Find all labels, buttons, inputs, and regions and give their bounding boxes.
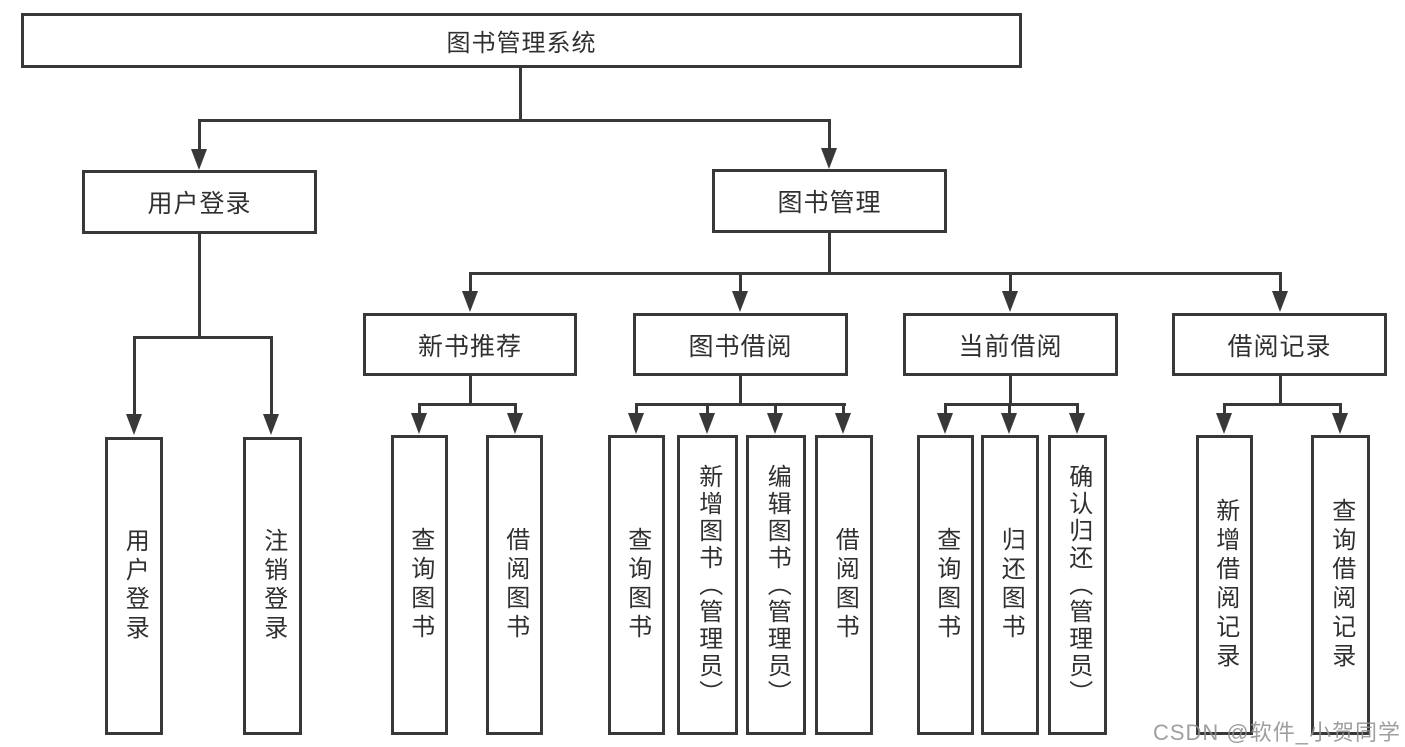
connector-leaf-stub — [514, 403, 517, 415]
leaf-query-borrow-record: 查询借阅记录 — [1311, 435, 1370, 735]
leaf-label: 借阅图书 — [831, 527, 859, 643]
leaf-borrow-books-recommend: 借阅图书 — [486, 435, 543, 735]
leaf-label: 新增图书（管理员） — [694, 463, 722, 707]
leaf-label: 新增借阅记录 — [1211, 498, 1239, 672]
connector-l3-stem — [1279, 376, 1282, 405]
node-user-login: 用户登录 — [82, 170, 317, 234]
leaf-label: 查询借阅记录 — [1327, 498, 1355, 672]
node-book-management-label: 图书管理 — [777, 189, 882, 217]
leaf-query-books-borrowing: 查询图书 — [608, 435, 665, 735]
node-new-book-recommend-label: 新书推荐 — [417, 332, 522, 361]
connector-leaf-stub — [1076, 403, 1079, 415]
connector-l3-stub — [469, 272, 472, 294]
connector-mgmt-bar — [469, 272, 1282, 275]
leaf-query-books-current: 查询图书 — [917, 435, 974, 735]
connector-leaf-stub — [418, 403, 421, 415]
csdn-watermark: CSDN @软件_小贺同学 — [1152, 720, 1401, 745]
connector-l3-bar — [418, 403, 517, 406]
arrowhead-icon — [1272, 291, 1288, 312]
leaf-label: 确认归还（管理员） — [1064, 463, 1092, 707]
connector-l2a-stub — [198, 119, 201, 151]
leaf-user-login: 用户登录 — [105, 437, 163, 735]
connector-l3-bar — [944, 403, 1079, 406]
node-root: 图书管理系统 — [21, 13, 1022, 68]
node-current-borrowing-label: 当前借阅 — [958, 332, 1063, 361]
arrowhead-icon — [507, 413, 523, 434]
arrowhead-icon — [732, 291, 748, 312]
connector-leaf-stub — [944, 403, 947, 415]
connector-leaf-stub — [774, 403, 777, 415]
leaf-label: 查询图书 — [406, 527, 434, 643]
leaf-label: 借阅图书 — [501, 527, 529, 643]
leaf-return-books: 归还图书 — [981, 435, 1039, 735]
arrowhead-icon — [1069, 413, 1085, 434]
connector-l3-stem — [1009, 376, 1012, 405]
arrowhead-icon — [1332, 413, 1348, 434]
connector-leaf-stub — [635, 403, 638, 415]
node-new-book-recommend: 新书推荐 — [363, 313, 577, 376]
leaf-label: 查询图书 — [623, 527, 651, 643]
connector-leaf-stub — [270, 336, 273, 416]
leaf-confirm-return-admin: 确认归还（管理员） — [1048, 435, 1107, 735]
arrowhead-icon — [411, 413, 427, 434]
leaf-add-borrow-record: 新增借阅记录 — [1196, 435, 1253, 735]
leaf-label: 编辑图书（管理员） — [763, 463, 791, 707]
connector-l3-stub — [1279, 272, 1282, 294]
connector-leaf-stub — [706, 403, 709, 415]
arrowhead-icon — [699, 413, 715, 434]
leaf-label: 归还图书 — [997, 527, 1025, 643]
arrowhead-icon — [1002, 291, 1018, 312]
leaf-add-books-admin: 新增图书（管理员） — [677, 435, 738, 735]
arrowhead-icon — [937, 413, 953, 434]
connector-l3-stem — [739, 376, 742, 405]
leaf-query-books-recommend: 查询图书 — [391, 435, 448, 735]
arrowhead-icon — [1216, 413, 1232, 434]
connector-l3-bar — [1223, 403, 1342, 406]
node-book-borrowing: 图书借阅 — [633, 313, 848, 376]
arrowhead-icon — [767, 413, 783, 434]
arrowhead-icon — [1001, 413, 1017, 434]
connector-login-bar — [133, 336, 273, 339]
connector-l3-stub — [1009, 272, 1012, 294]
arrowhead-icon — [191, 149, 207, 170]
node-borrowing-records: 借阅记录 — [1172, 313, 1387, 376]
connector-l2b-stub — [828, 119, 831, 151]
connector-root-bar — [198, 119, 831, 122]
connector-login-stem — [198, 234, 201, 338]
connector-leaf-stub — [1223, 403, 1226, 415]
arrowhead-icon — [821, 148, 837, 169]
leaf-logout-login: 注销登录 — [243, 437, 302, 735]
connector-leaf-stub — [1008, 403, 1011, 415]
leaf-label: 注销登录 — [259, 528, 287, 644]
node-current-borrowing: 当前借阅 — [903, 313, 1118, 376]
node-user-login-label: 用户登录 — [147, 190, 252, 218]
connector-mgmt-stem — [828, 233, 831, 274]
connector-l3-stub — [739, 272, 742, 294]
node-borrowing-records-label: 借阅记录 — [1227, 332, 1332, 361]
leaf-borrow-books: 借阅图书 — [815, 435, 873, 735]
node-root-label: 图书管理系统 — [446, 30, 597, 57]
arrowhead-icon — [835, 413, 851, 434]
arrowhead-icon — [126, 414, 142, 435]
connector-l3-stem — [469, 376, 472, 405]
leaf-edit-books-admin: 编辑图书（管理员） — [746, 435, 806, 735]
connector-leaf-stub — [842, 403, 845, 415]
connector-l3-bar — [635, 403, 846, 406]
arrowhead-icon — [263, 414, 279, 435]
node-book-borrowing-label: 图书借阅 — [688, 332, 793, 361]
arrowhead-icon — [628, 413, 644, 434]
connector-root-stem — [519, 68, 522, 121]
leaf-label: 查询图书 — [932, 527, 960, 643]
connector-leaf-stub — [1339, 403, 1342, 415]
connector-leaf-stub — [133, 336, 136, 416]
leaf-label: 用户登录 — [121, 528, 149, 644]
node-book-management: 图书管理 — [712, 169, 947, 233]
arrowhead-icon — [462, 291, 478, 312]
